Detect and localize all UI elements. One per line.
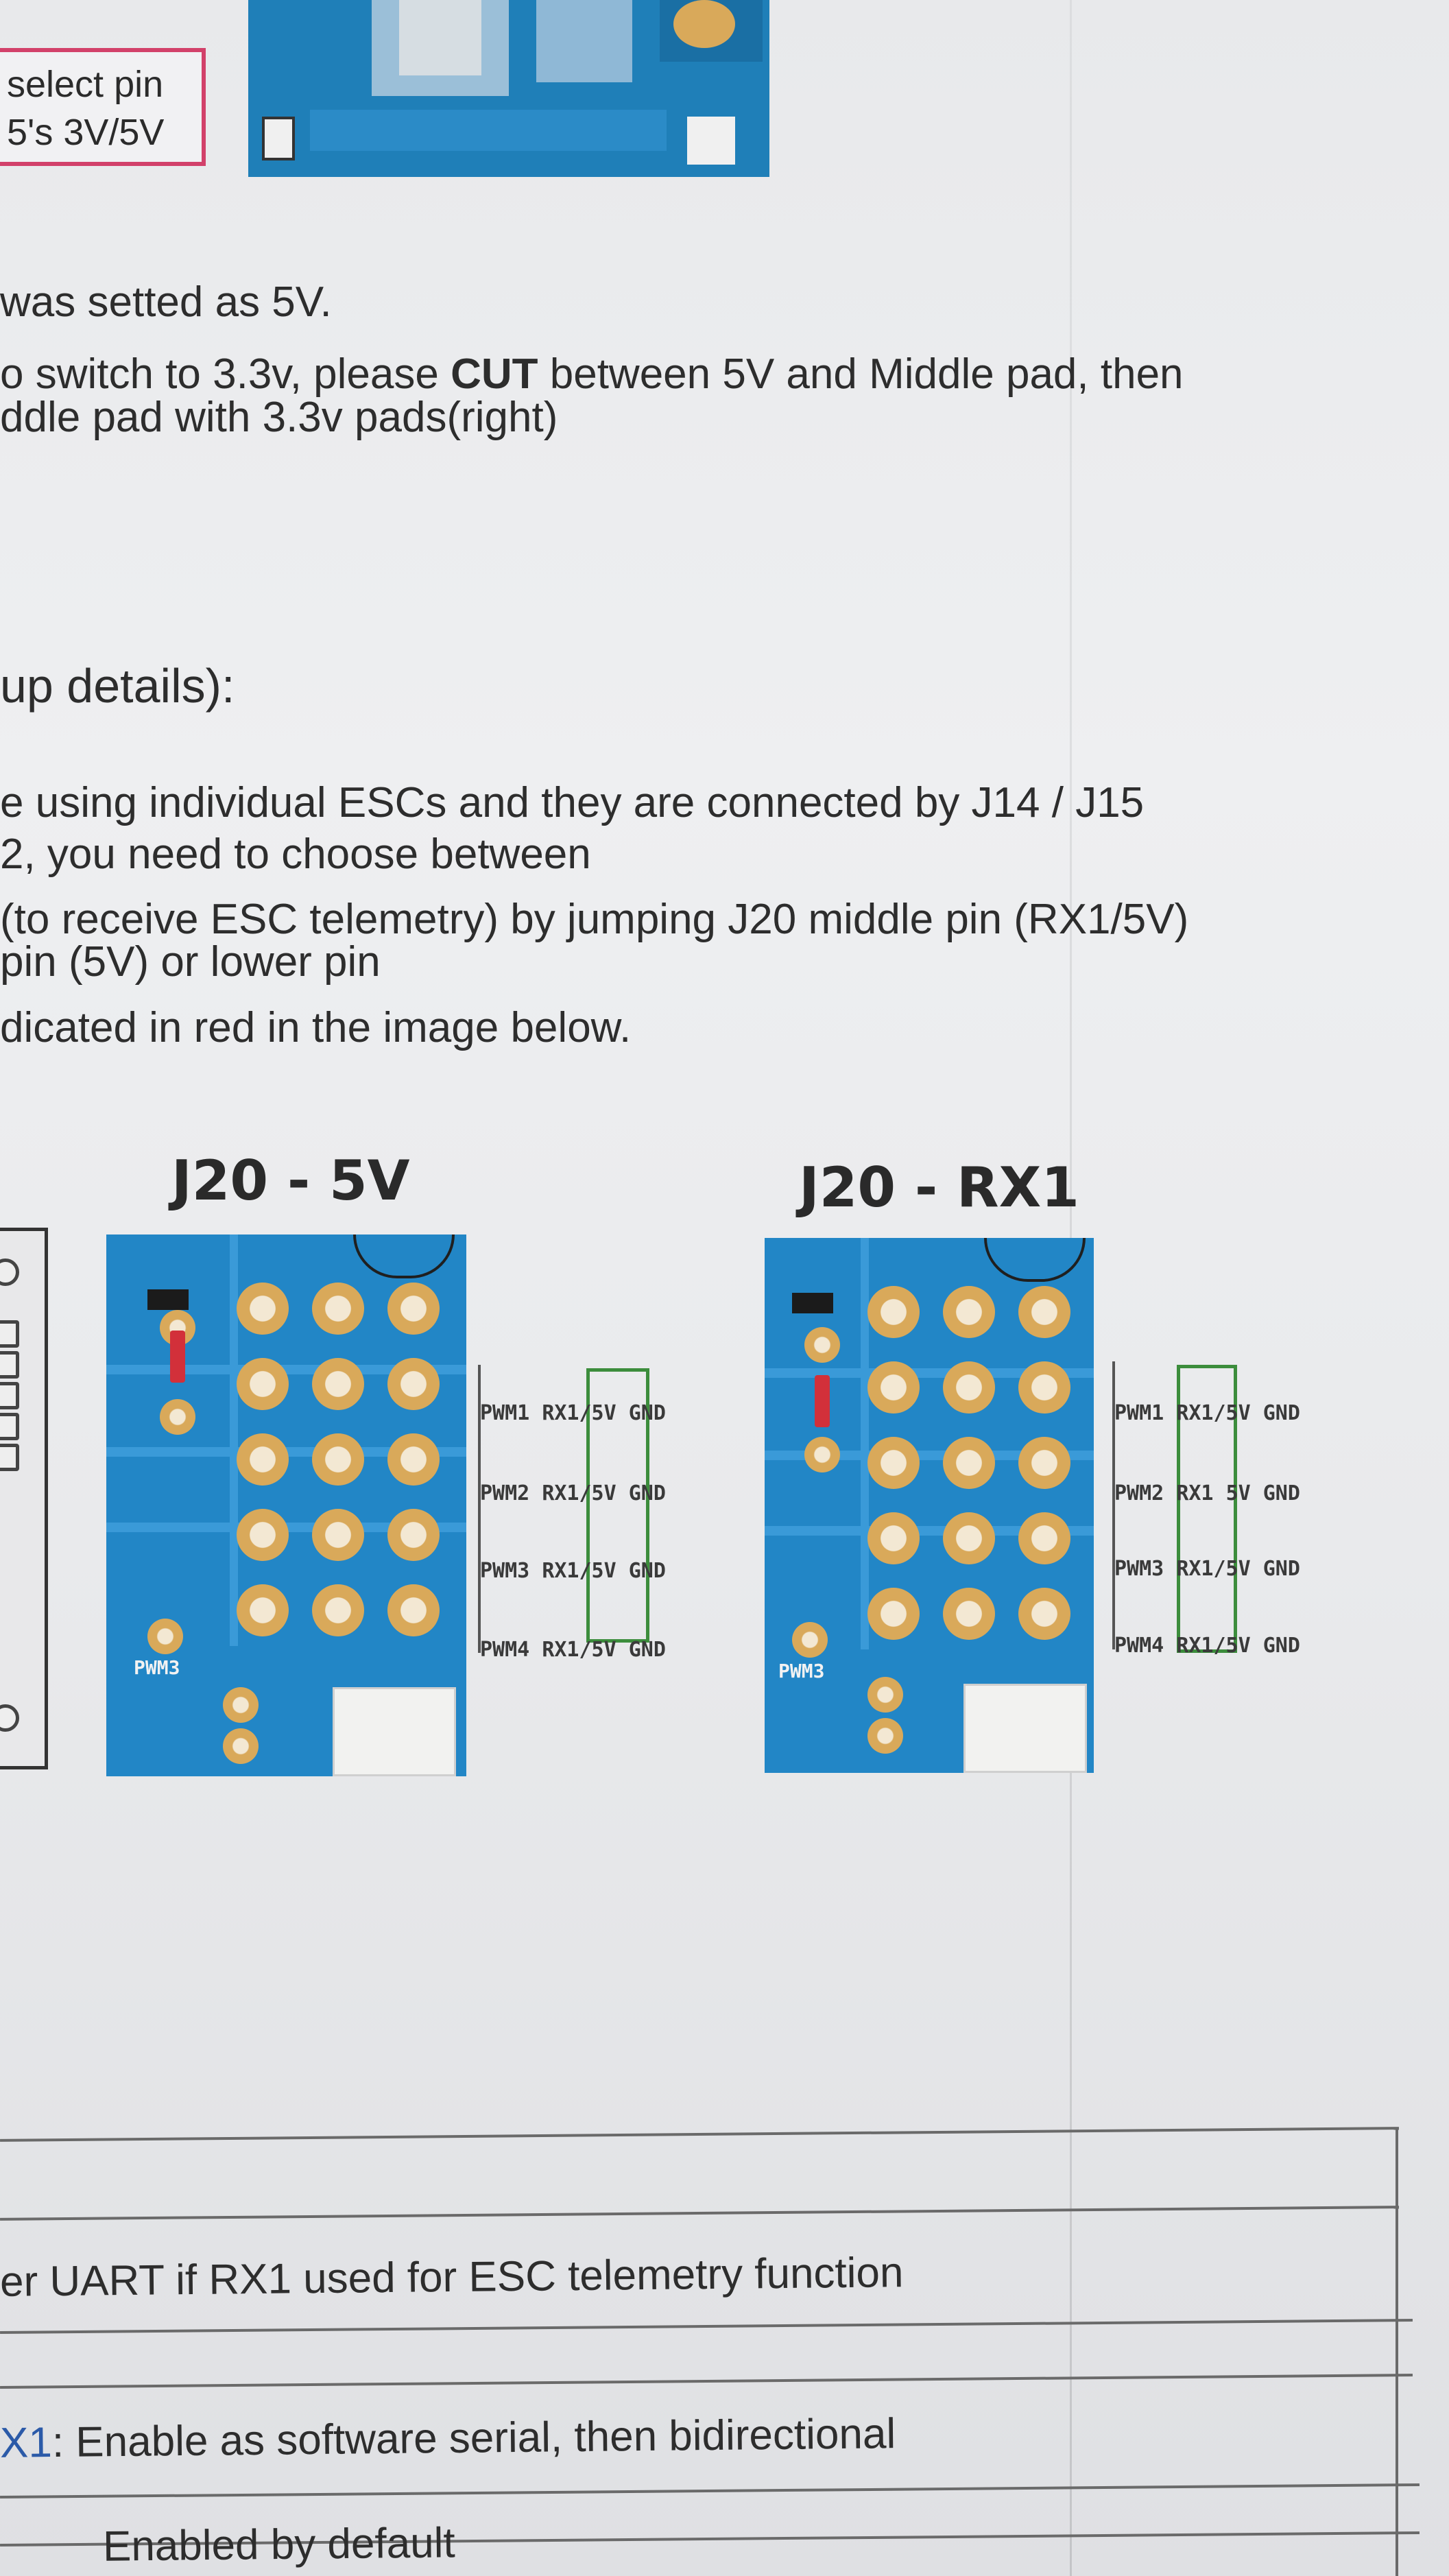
figure2-row3: PWM3 RX1/5V GND bbox=[1114, 1557, 1300, 1581]
table-row2-val: : Enable as software serial, then bidire… bbox=[51, 2410, 896, 2467]
figure2-board-label: PWM3 bbox=[778, 1660, 825, 1682]
figure2-bracket bbox=[1112, 1361, 1115, 1649]
table-line-1 bbox=[0, 2127, 1399, 2142]
figure1-row2: PWM2 RX1/5V GND bbox=[480, 1481, 666, 1505]
table-row2-key: X1 bbox=[0, 2419, 53, 2467]
section-heading: up details): bbox=[0, 659, 235, 713]
note-line2-pre: o switch to 3.3v, please bbox=[0, 350, 451, 398]
paragraph-line3: (to receive ESC telemetry) by jumping J2… bbox=[0, 896, 1189, 943]
table-line-5 bbox=[0, 2483, 1420, 2499]
figure2-row1: PWM1 RX1/5V GND bbox=[1114, 1401, 1300, 1425]
table-row2: X1: Enable as software serial, then bidi… bbox=[0, 2410, 896, 2467]
table-line-2 bbox=[0, 2206, 1399, 2221]
table-row3: Enabled by default bbox=[102, 2519, 455, 2571]
paragraph-line4: pin (5V) or lower pin bbox=[0, 938, 381, 986]
figure2-title: J20 - RX1 bbox=[799, 1156, 1079, 1219]
figure1-board: PWM3 bbox=[106, 1235, 466, 1776]
figure1-bracket bbox=[478, 1365, 481, 1653]
figure1-green-box bbox=[586, 1368, 649, 1643]
figure1-row4: PWM4 RX1/5V GND bbox=[480, 1638, 666, 1662]
paragraph-line2: 2, you need to choose between bbox=[0, 831, 591, 878]
figure2-board: PWM3 bbox=[765, 1238, 1094, 1773]
figure1-title: J20 - 5V bbox=[171, 1149, 410, 1213]
note-line3: ddle pad with 3.3v pads(right) bbox=[0, 394, 558, 441]
note-line2: o switch to 3.3v, please CUT between 5V … bbox=[0, 353, 1184, 396]
left-board-fragment bbox=[0, 1228, 48, 1769]
select-pin-note-box: select pin 5's 3V/5V bbox=[0, 48, 206, 166]
select-pin-line2: 5's 3V/5V bbox=[7, 112, 165, 153]
select-pin-line1: select pin bbox=[7, 64, 164, 105]
figure1-board-label: PWM3 bbox=[134, 1656, 180, 1679]
table-line-3 bbox=[0, 2319, 1413, 2334]
figure2-row4: PWM4 RX1/5V GND bbox=[1114, 1634, 1300, 1658]
figure1-row3: PWM3 RX1/5V GND bbox=[480, 1559, 666, 1583]
note-line2-bold: CUT bbox=[451, 350, 538, 398]
figure2-green-box bbox=[1177, 1365, 1237, 1653]
table-right-border bbox=[1396, 2130, 1398, 2576]
table-row1: er UART if RX1 used for ESC telemetry fu… bbox=[0, 2249, 904, 2306]
table-line-4 bbox=[0, 2374, 1413, 2389]
figure1-row1: PWM1 RX1/5V GND bbox=[480, 1401, 666, 1425]
note-line1: was setted as 5V. bbox=[0, 278, 332, 326]
paragraph-line1: e using individual ESCs and they are con… bbox=[0, 779, 1145, 826]
figure2-row2: PWM2 RX1 5V GND bbox=[1114, 1481, 1300, 1505]
pcb-photo-top bbox=[248, 0, 769, 177]
paragraph-line5: dicated in red in the image below. bbox=[0, 1004, 632, 1051]
note-line2-post: between 5V and Middle pad, then bbox=[538, 350, 1184, 398]
